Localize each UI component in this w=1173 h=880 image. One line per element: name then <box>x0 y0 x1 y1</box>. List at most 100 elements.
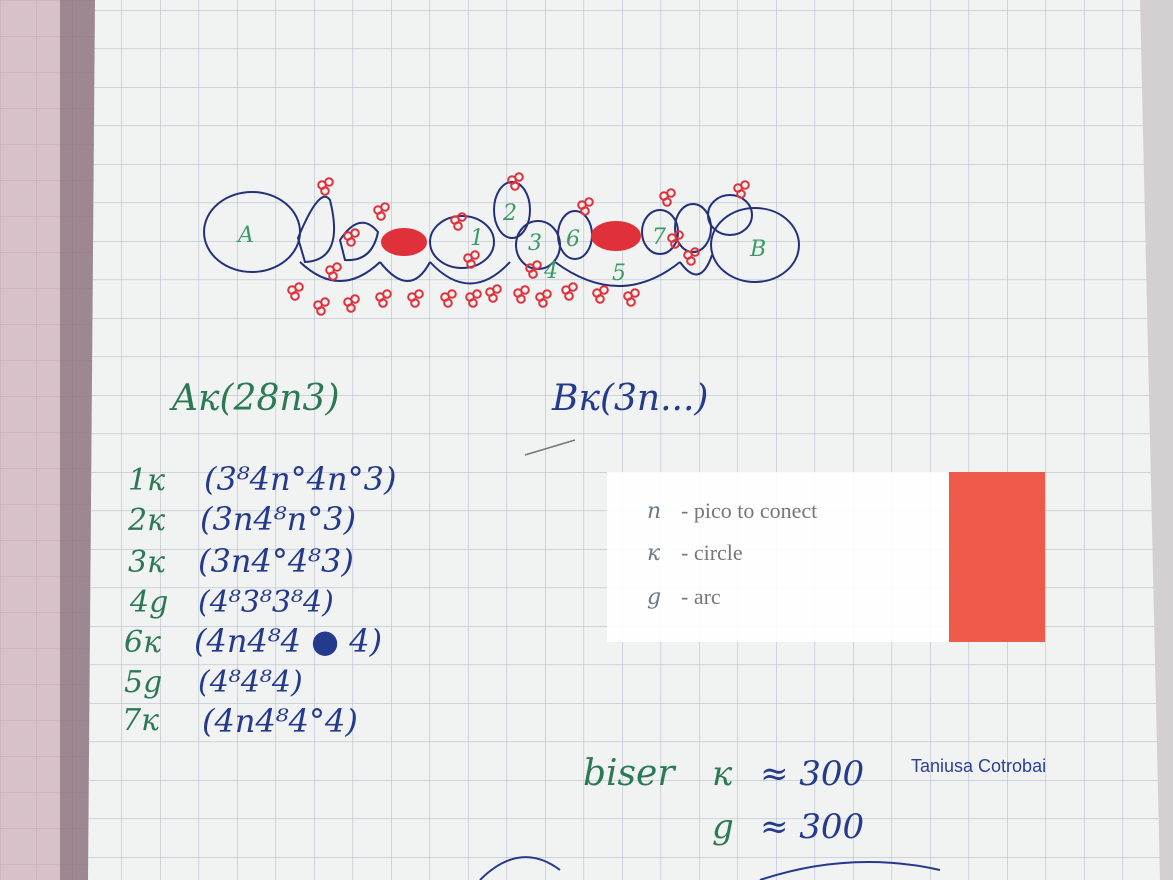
picot-bead <box>520 285 530 295</box>
picot-bead <box>294 282 304 292</box>
row-key: 1к <box>128 463 165 498</box>
legend-text: - arc <box>681 584 721 609</box>
pattern-rows: 1к (3⁸4n°4n°3) 2к (3n4⁸n°3) 3к (3n4°4⁸3)… <box>122 460 396 740</box>
picot-bead <box>674 230 684 240</box>
row-value: (4⁸4⁸4) <box>198 665 303 700</box>
picot-bead <box>492 284 502 294</box>
picot-bead <box>457 212 467 222</box>
picot-bead <box>380 202 390 212</box>
legend-symbol: n <box>647 499 662 524</box>
picot-bead <box>516 294 526 304</box>
picot-bead <box>488 293 498 303</box>
picot-bead <box>542 289 552 299</box>
picot-bead <box>466 259 476 269</box>
row-value: (4n4⁸4 ● 4) <box>194 622 382 660</box>
legend-symbol: к <box>647 541 661 566</box>
bead-row-value: ≈ 300 <box>760 754 864 794</box>
ring-label-1: 1 <box>470 226 484 251</box>
cropped-handwriting <box>479 856 941 880</box>
ring-label-2: 2 <box>502 201 517 226</box>
row-value: (4n4⁸4°4) <box>202 702 358 740</box>
legend-box: n - pico to conect к - circle g - arc <box>607 472 949 642</box>
tatting-diagram <box>203 181 800 287</box>
picot-bead <box>599 285 609 295</box>
author-credit: Taniusa Cotrobai <box>911 756 1047 776</box>
picot-bead <box>564 291 574 301</box>
legend-item: к - circle <box>647 540 743 566</box>
picot-bead <box>447 289 457 299</box>
picot-bead <box>346 237 356 247</box>
picot-bead <box>350 228 360 238</box>
legend-overlay: n - pico to conect к - circle g - arc <box>607 472 1045 642</box>
picot-bead <box>378 298 388 308</box>
picot-bead <box>350 294 360 304</box>
bead-large-left <box>381 228 427 256</box>
row-key: 3к <box>128 545 165 580</box>
row-key: 7к <box>122 703 159 738</box>
picot-bead <box>666 188 676 198</box>
red-swatch <box>949 472 1045 642</box>
bead-row-value: ≈ 300 <box>760 807 864 847</box>
picot-bead <box>662 197 672 207</box>
picot-bead <box>316 306 326 316</box>
row-key: 2к <box>127 503 165 538</box>
picot-bead <box>332 262 342 272</box>
ring-label-a: A <box>236 223 254 248</box>
picot-bead <box>453 221 463 231</box>
b-row-notation: Bк(3n...) <box>551 378 708 419</box>
bead-row-label: biser <box>583 753 676 794</box>
row-key: 5g <box>124 665 162 700</box>
picot-bead <box>580 206 590 216</box>
legend-text: - circle <box>681 540 743 565</box>
picot-bead <box>740 180 750 190</box>
row-value: (3⁸4n°4n°3) <box>204 460 396 498</box>
picot-bead <box>568 282 578 292</box>
picot-bead <box>686 256 696 266</box>
legend-text: - pico to conect <box>681 498 818 523</box>
row-key: 6к <box>124 625 161 660</box>
left-page <box>0 0 98 880</box>
picot-bead <box>584 197 594 207</box>
picot-bead <box>736 189 746 199</box>
a-row-notation: Aк(28n3) <box>169 378 339 419</box>
row-key: 4g <box>129 585 168 620</box>
ring-label-5: 5 <box>612 261 626 286</box>
picot-bead <box>470 250 480 260</box>
main-page <box>88 0 1173 880</box>
picot-bead <box>320 186 330 196</box>
picot-bead <box>290 291 300 301</box>
row-value: (3n4°4⁸3) <box>198 542 354 580</box>
picot-bead <box>690 247 700 257</box>
legend-item: n - pico to conect <box>647 498 817 524</box>
ring-b <box>710 207 800 283</box>
picot-bead <box>630 288 640 298</box>
picot-bead <box>670 239 680 249</box>
bead-row-symbol: g <box>712 807 734 847</box>
row-value: (3n4⁸n°3) <box>200 500 356 538</box>
ring-label-6: 6 <box>566 227 580 252</box>
ring-label-4: 4 <box>543 259 558 284</box>
picot-bead <box>532 260 542 270</box>
picot-bead <box>595 294 605 304</box>
picot-bead <box>414 289 424 299</box>
ring-label-b: B <box>749 237 766 262</box>
picot-beads <box>287 172 750 316</box>
ring-label-7: 7 <box>652 225 666 250</box>
picot-bead <box>510 181 520 191</box>
pencil-mark <box>524 439 576 456</box>
picot-bead <box>410 298 420 308</box>
picot-bead <box>472 289 482 299</box>
ring-labels: A B 1 2 3 4 5 6 7 <box>236 201 766 286</box>
picot-bead <box>468 298 478 308</box>
legend-item: g - arc <box>647 584 721 610</box>
picot-bead <box>538 298 548 308</box>
ring-label-3: 3 <box>528 231 542 256</box>
picot-bead <box>320 297 330 307</box>
bead-row-symbol: к <box>712 754 733 794</box>
picot-bead <box>382 289 392 299</box>
legend-symbol: g <box>647 585 662 610</box>
picot-bead <box>514 172 524 182</box>
row-value: (4⁸3⁸3⁸4) <box>198 585 334 620</box>
picot-bead <box>376 211 386 221</box>
